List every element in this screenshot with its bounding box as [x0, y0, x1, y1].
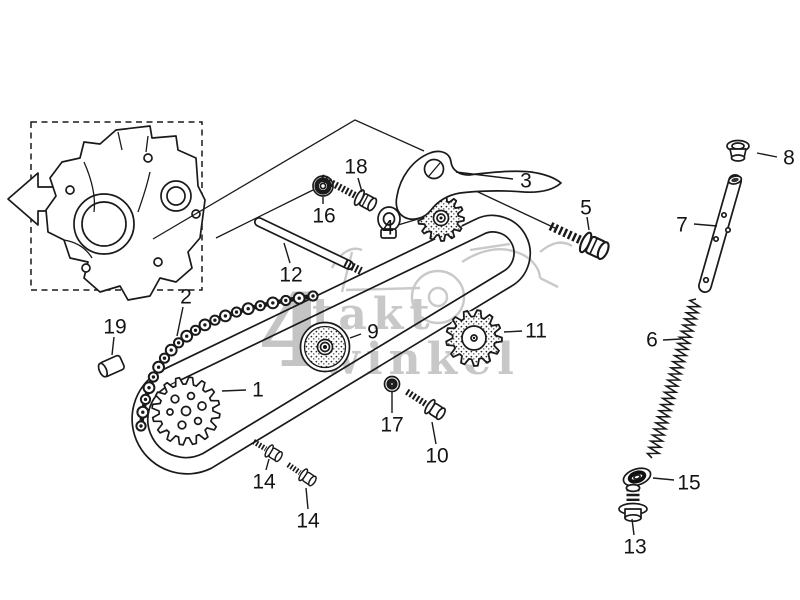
part-label-11: 11: [525, 320, 547, 343]
part-washer-17: [383, 375, 401, 393]
watermark: 4 takt winkel: [258, 241, 573, 390]
part-tensioner-rod-7: [698, 174, 743, 293]
part-sprocket-cam: [445, 309, 503, 367]
chain-link-pin: [156, 365, 161, 369]
chain-link-pin: [234, 310, 239, 314]
leader-line-1: [221, 389, 247, 392]
part-label-7: 7: [676, 214, 688, 237]
watermark-moped-sketch: [330, 241, 573, 325]
leader-line-15: [652, 477, 675, 481]
part-roller: [299, 321, 351, 373]
part-sealing-bolt-13: [618, 483, 648, 523]
part-label-5: 5: [580, 197, 592, 220]
chain-link-pin: [147, 386, 151, 390]
chain-link-pin: [185, 334, 189, 338]
part-label-4: 4: [382, 217, 394, 240]
leader-line-14: [305, 487, 309, 510]
leader-line-6: [662, 338, 682, 341]
chain-link-pin: [297, 296, 301, 300]
leader-line-13: [631, 518, 635, 536]
part-label-2: 2: [180, 286, 192, 309]
part-push-rod: [254, 217, 363, 275]
chain-link-pin: [193, 328, 198, 332]
leader-line-12: [283, 242, 291, 264]
chain-link-pin: [151, 375, 156, 379]
chain-link-pin: [213, 318, 217, 322]
chain-link-pin: [284, 298, 288, 303]
leader-line-4: [397, 218, 419, 226]
leader-line-14: [265, 458, 270, 471]
part-label-8: 8: [783, 147, 795, 170]
part-label-15: 15: [677, 472, 700, 495]
leader-line-7: [693, 223, 718, 227]
leader-line-10: [431, 421, 437, 445]
leader-line-18: [357, 177, 363, 193]
leader-line-8: [756, 152, 778, 158]
part-label-3: 3: [520, 170, 532, 193]
part-tensioner-arm: [377, 150, 562, 239]
part-sprocket-lower: [151, 376, 221, 446]
chain-link-pin: [258, 304, 262, 308]
part-label-9: 9: [367, 321, 379, 344]
chain-link-pin: [203, 323, 207, 327]
part-washer-16: [312, 175, 334, 197]
chain-link-pin: [162, 356, 167, 360]
part-cam-chain: [135, 290, 319, 432]
part-sealing-washer-15: [622, 467, 652, 487]
chain-link-pin: [143, 397, 148, 402]
part-tensioner-spring-6: [645, 298, 703, 459]
leader-line-9: [349, 333, 362, 339]
part-label-10: 10: [425, 445, 448, 468]
part-bolt-14a: [252, 439, 283, 463]
chain-link-pin: [246, 307, 250, 311]
part-label-13: 13: [623, 536, 646, 559]
part-label-17: 17: [380, 414, 403, 437]
leader-line-19: [111, 336, 115, 356]
leader-line-2: [176, 306, 184, 337]
part-label-6: 6: [646, 329, 658, 352]
chain-link-pin: [223, 314, 228, 318]
part-label-12: 12: [279, 264, 302, 287]
part-sealing-cap-8: [726, 139, 750, 162]
part-bolt-14b: [286, 462, 317, 487]
part-label-16: 16: [312, 205, 335, 228]
chain-link-pin: [141, 410, 145, 414]
part-bolt-10: [405, 388, 446, 421]
crankcase: [45, 125, 206, 301]
part-label-18: 18: [344, 156, 367, 179]
chain-link-pin: [176, 341, 181, 345]
part-label-14: 14: [252, 471, 276, 494]
part-bolt-5: [548, 222, 610, 261]
part-bolt-18: [319, 174, 378, 212]
part-label-19: 19: [103, 316, 126, 339]
leader-line-11: [503, 330, 523, 333]
part-label-14: 14: [296, 510, 320, 533]
leader-line-3: [455, 171, 514, 180]
leader-line-5: [586, 216, 590, 231]
part-roller-pin-19: [97, 354, 125, 378]
part-label-1: 1: [252, 379, 264, 402]
chain-link-pin: [271, 301, 275, 305]
chain-link-pin: [169, 348, 173, 352]
chain-link-pin: [311, 294, 315, 298]
chain-link-pin: [139, 424, 143, 428]
